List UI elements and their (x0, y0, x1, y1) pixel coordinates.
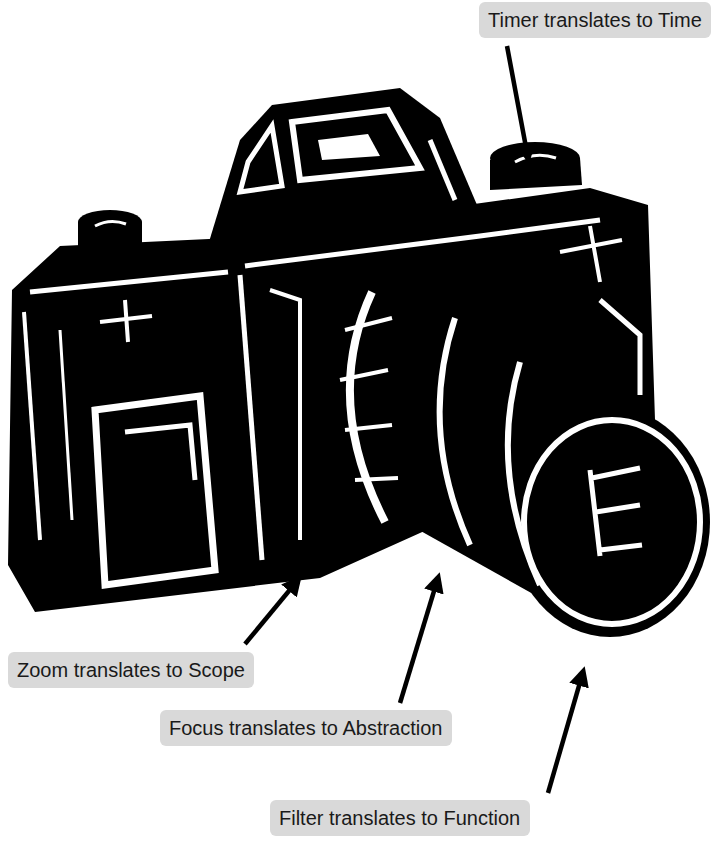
leader-arrows (245, 46, 583, 793)
camera-drawing (8, 88, 710, 637)
leader-arrow (507, 46, 528, 158)
callout-label: Filter translates to Function (279, 806, 520, 830)
callout-label: Focus translates to Abstraction (169, 716, 442, 740)
callout-box: Timer translates to Time (479, 2, 711, 38)
callout-box: Focus translates to Abstraction (160, 710, 452, 746)
callout-box: Filter translates to Function (270, 800, 530, 836)
leader-arrow (548, 672, 583, 793)
callout-label: Timer translates to Time (488, 8, 702, 32)
callout-box: Zoom translates to Scope (8, 652, 254, 688)
leader-arrow (400, 578, 438, 703)
leader-arrow (245, 580, 298, 644)
callout-label: Zoom translates to Scope (17, 658, 245, 682)
